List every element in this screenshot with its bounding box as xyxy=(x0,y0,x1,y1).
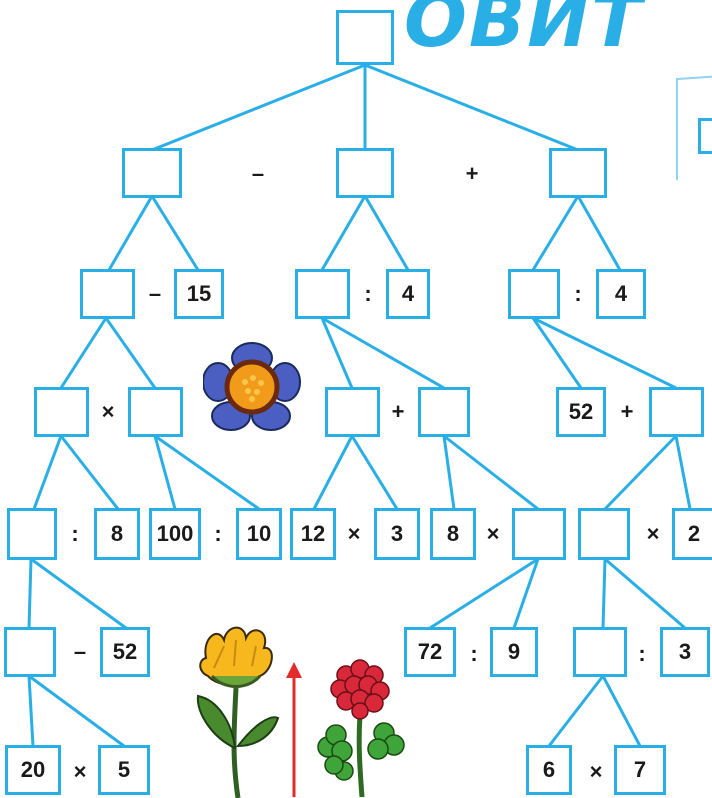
edge xyxy=(27,674,35,748)
l1-mid-box[interactable] xyxy=(336,148,394,198)
edge xyxy=(363,63,580,152)
operator-plus: + xyxy=(465,161,479,186)
operator-minus: – xyxy=(73,639,87,664)
l1-left-box[interactable] xyxy=(122,148,182,198)
red-arrow-icon xyxy=(286,662,302,797)
operator-times: × xyxy=(589,759,603,784)
operator-divide: : xyxy=(638,641,646,666)
operator-plus: + xyxy=(391,399,405,424)
edge xyxy=(601,557,607,630)
value-box-2: 2 xyxy=(672,508,712,560)
value-box-8: 8 xyxy=(430,508,476,560)
l2-box-b[interactable] xyxy=(295,269,350,319)
root-box[interactable] xyxy=(336,10,394,65)
operator-divide: : xyxy=(364,281,372,306)
edge xyxy=(531,316,678,390)
l4-box-b[interactable] xyxy=(512,508,566,560)
l3-box-a[interactable] xyxy=(34,387,89,437)
edge xyxy=(104,316,157,390)
value-box-4: 4 xyxy=(596,269,646,319)
edge xyxy=(320,316,446,390)
operator-plus: + xyxy=(620,399,634,424)
edge xyxy=(27,674,126,748)
value-box-72: 72 xyxy=(404,627,456,677)
edge xyxy=(312,434,354,511)
operator-times: × xyxy=(73,759,87,784)
edge xyxy=(512,557,540,630)
edge xyxy=(603,557,687,630)
value-box-5: 5 xyxy=(98,745,150,795)
value-box-100: 100 xyxy=(149,508,201,560)
operator-divide: : xyxy=(214,521,222,546)
edge xyxy=(442,434,540,511)
l4-box-c[interactable] xyxy=(578,508,630,560)
value-box-10: 10 xyxy=(236,508,282,560)
operator-times: × xyxy=(347,521,361,546)
edge xyxy=(59,316,108,390)
l5-box-a[interactable] xyxy=(4,627,56,677)
title-fragment: ОВИТ xyxy=(404,0,644,64)
l3-box-c[interactable] xyxy=(325,387,380,437)
edge xyxy=(363,194,410,272)
value-box-7: 7 xyxy=(614,745,666,795)
edge xyxy=(32,434,63,511)
value-box-20: 20 xyxy=(5,745,61,795)
edge xyxy=(576,194,622,272)
edge xyxy=(547,674,605,748)
l5-box-b[interactable] xyxy=(573,627,627,677)
value-box-8: 8 xyxy=(94,508,140,560)
value-box-52: 52 xyxy=(556,387,606,437)
edge xyxy=(150,194,200,272)
value-box-15: 15 xyxy=(174,269,224,319)
l1-right-box[interactable] xyxy=(549,148,607,198)
yellow-flower-icon xyxy=(196,626,280,798)
operator-divide: : xyxy=(470,641,478,666)
operator-times: × xyxy=(646,521,660,546)
value-box-4: 4 xyxy=(386,269,430,319)
operator-times: × xyxy=(101,399,115,424)
edge xyxy=(603,434,678,511)
edge xyxy=(442,434,456,511)
edge xyxy=(531,194,580,272)
value-box-12: 12 xyxy=(290,508,336,560)
edge xyxy=(320,194,367,272)
l3-box-d[interactable] xyxy=(418,387,470,437)
value-box-3: 3 xyxy=(374,508,420,560)
l2-box-a[interactable] xyxy=(80,269,135,319)
operator-divide: : xyxy=(71,521,79,546)
l3-box-e[interactable] xyxy=(649,387,704,437)
edge xyxy=(59,434,120,511)
l2-box-c[interactable] xyxy=(508,269,560,319)
value-box-9: 9 xyxy=(490,627,538,677)
edge xyxy=(350,434,399,511)
red-clover-icon xyxy=(317,659,405,797)
edge xyxy=(107,194,154,272)
operator-divide: : xyxy=(574,281,582,306)
edge xyxy=(531,316,583,390)
l3-box-b[interactable] xyxy=(128,387,183,437)
side-frame-box xyxy=(698,118,712,154)
operator-minus: – xyxy=(148,281,162,306)
value-box-52: 52 xyxy=(100,627,150,677)
edge xyxy=(320,316,354,390)
edge xyxy=(428,557,540,630)
l4-box-a[interactable] xyxy=(7,508,57,560)
edge xyxy=(29,557,128,630)
edge xyxy=(674,434,692,511)
edge xyxy=(153,434,261,511)
operator-times: × xyxy=(486,521,500,546)
blue-flower-icon xyxy=(203,342,301,431)
value-box-6: 6 xyxy=(526,745,572,795)
value-box-3: 3 xyxy=(660,627,710,677)
edge xyxy=(601,674,642,748)
operator-minus: – xyxy=(251,161,265,186)
edge xyxy=(150,63,367,152)
edge xyxy=(153,434,177,511)
edge xyxy=(27,557,33,630)
